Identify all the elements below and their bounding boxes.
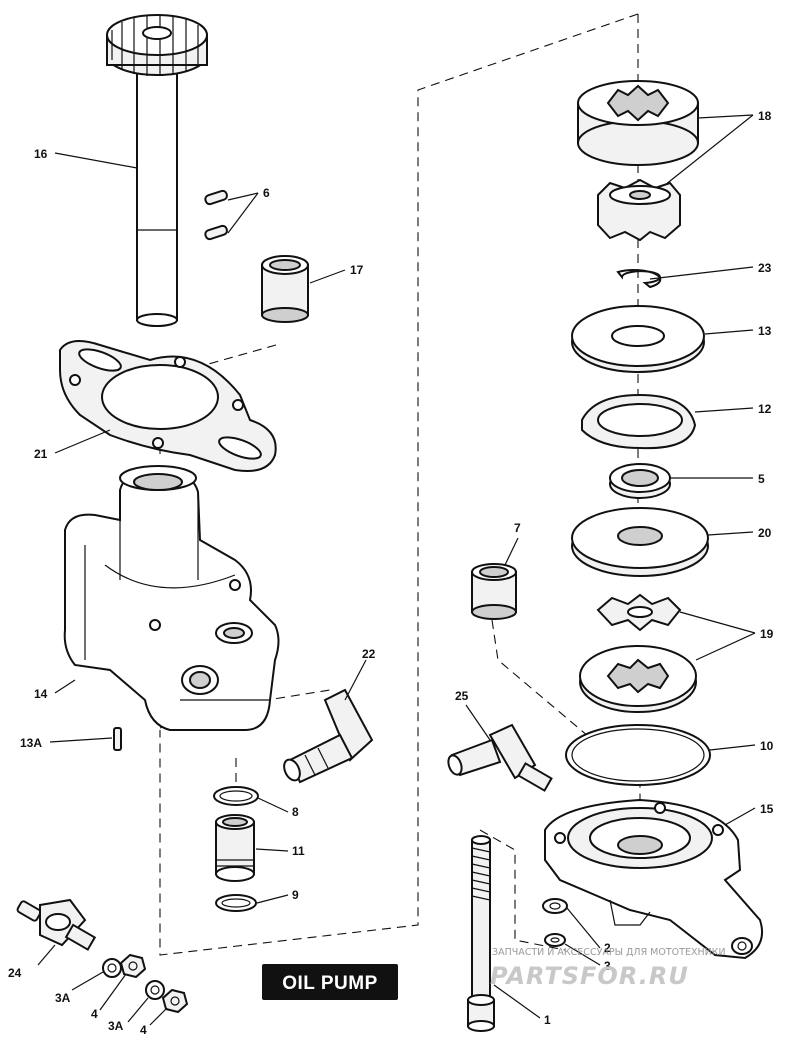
label-7: 7	[514, 521, 521, 535]
label-17: 17	[350, 263, 364, 277]
label-3: 3	[604, 959, 611, 973]
label-22: 22	[362, 647, 376, 661]
label-13a: 13A	[20, 736, 42, 750]
label-12: 12	[758, 402, 772, 416]
part-13A-pin	[113, 727, 122, 751]
part-22-elbow-fitting	[283, 688, 374, 784]
part-12-wave-washer	[581, 393, 697, 450]
label-23: 23	[758, 261, 772, 275]
label-8: 8	[292, 805, 299, 819]
label-2: 2	[604, 941, 611, 955]
label-15: 15	[760, 802, 774, 816]
diagram-title: OIL PUMP	[282, 973, 378, 994]
part-21-gasket	[59, 340, 277, 472]
label-4-top: 4	[91, 1007, 98, 1021]
part-23-snap-ring	[616, 269, 662, 289]
label-13: 13	[758, 324, 772, 338]
label-10: 10	[760, 739, 774, 753]
part-1-bolt	[467, 835, 495, 1032]
label-20: 20	[758, 526, 772, 540]
label-3a-top: 3A	[55, 991, 71, 1005]
part-6-pins	[204, 189, 228, 241]
part-9-o-ring	[215, 894, 257, 912]
part-15-pump-cover	[544, 798, 764, 960]
label-21: 21	[34, 447, 48, 461]
watermark-logo: PARTSFOR.RU	[490, 962, 689, 990]
label-19: 19	[760, 627, 774, 641]
part-3A-4-washers-nuts	[102, 953, 189, 1014]
watermark: ЗАПЧАСТИ И АКСЕССУАРЫ ДЛЯ МОТОТЕХНИКИ PA…	[490, 947, 726, 990]
part-7-bushing	[471, 563, 517, 620]
part-24-pressure-switch	[16, 898, 97, 951]
part-16-drive-shaft	[106, 14, 208, 327]
part-11-sleeve	[215, 814, 255, 882]
label-4-bottom: 4	[140, 1023, 147, 1037]
label-18: 18	[758, 109, 772, 123]
part-10-o-ring	[565, 724, 711, 786]
label-5: 5	[758, 472, 765, 486]
label-16: 16	[34, 147, 48, 161]
part-18-rotor-set	[577, 80, 699, 242]
diagram-title-box: OIL PUMP	[262, 964, 398, 1000]
label-9: 9	[292, 888, 299, 902]
part-20-thrust-plate	[571, 507, 709, 577]
label-11: 11	[292, 844, 305, 858]
part-17-bushing	[261, 255, 309, 323]
label-14: 14	[34, 687, 48, 701]
leader-lines	[37, 114, 756, 1026]
part-number-labels: 16 6 17 21 14 13A 22 8 11 9 24 3A 4 3A 4…	[8, 109, 774, 1037]
part-14-pump-body	[63, 465, 280, 731]
label-24: 24	[8, 966, 22, 980]
part-5-seal	[609, 463, 671, 499]
part-25-fitting	[447, 723, 553, 792]
label-6: 6	[263, 186, 270, 200]
label-1: 1	[544, 1013, 551, 1027]
part-13-plate	[571, 305, 705, 373]
watermark-caption: ЗАПЧАСТИ И АКСЕССУАРЫ ДЛЯ МОТОТЕХНИКИ	[492, 947, 726, 958]
label-25: 25	[455, 689, 469, 703]
part-2-3-washers	[542, 898, 568, 947]
part-8-o-ring	[213, 786, 259, 806]
label-3a-bottom: 3A	[108, 1019, 124, 1033]
part-19-rotor-set	[579, 593, 697, 713]
